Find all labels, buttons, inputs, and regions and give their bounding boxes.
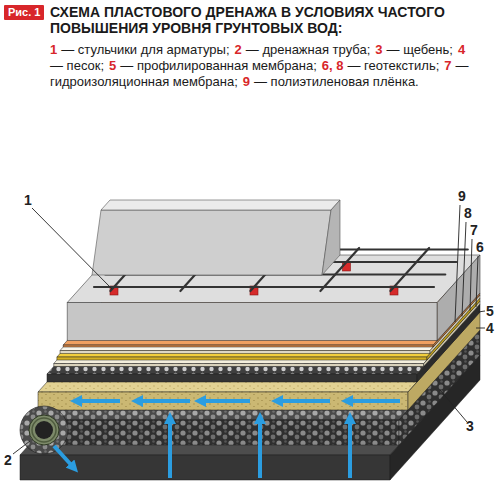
legend-number: 7 <box>444 58 451 73</box>
concrete-slab-front <box>67 303 437 341</box>
legend-number: 6, 8 <box>322 58 344 73</box>
leader-line <box>476 328 485 329</box>
waterproof-membrane-front <box>57 357 427 360</box>
drain-pipe-rib <box>32 418 56 442</box>
callout-number: 3 <box>466 418 474 434</box>
concrete-slab-side <box>437 255 480 341</box>
leader-line <box>440 390 467 422</box>
callout-number: 1 <box>24 192 32 208</box>
legend-description: — щебень; <box>387 42 453 57</box>
tag-text: Рис. 1 <box>8 6 40 18</box>
water-flow-arrow <box>137 399 190 403</box>
leader-line <box>462 222 466 317</box>
legend-number: 9 <box>243 74 250 89</box>
legend-description: — песок; <box>50 58 104 73</box>
legend-text: 1 — стульчики для арматуры; 2 — дренажная т… <box>50 42 480 90</box>
geotextile-front <box>60 351 430 354</box>
drain-pipe-bore <box>35 421 53 439</box>
diagram-title: СХЕМА ПЛАСТОВОГО ДРЕНАЖА В УСЛОВИЯХ ЧАСТ… <box>50 4 470 36</box>
leader-line <box>32 208 112 289</box>
legend-description: — профилированная мембрана; <box>120 58 317 73</box>
water-flow-arrow <box>258 418 262 478</box>
water-flow-arrow <box>168 418 172 478</box>
legend-number: 4 <box>458 42 465 57</box>
callout-number: 7 <box>470 222 478 238</box>
concrete-beam-top <box>101 200 340 210</box>
water-flow-arrow <box>277 399 330 403</box>
legend-description: — геотекстиль; <box>347 58 439 73</box>
concrete-beam-side <box>322 200 340 275</box>
rebar <box>390 248 429 291</box>
callout-number: 8 <box>464 205 472 221</box>
callout-number: 5 <box>486 303 494 319</box>
leader-line <box>478 311 485 312</box>
rebar <box>94 286 434 288</box>
water-flow-arrow <box>200 399 250 403</box>
drain-pipe <box>29 415 59 445</box>
gravel-wrap <box>20 406 68 454</box>
water-flow-arrow <box>348 418 352 478</box>
sand-front <box>38 392 408 410</box>
geotextile-front <box>54 364 424 367</box>
ground-front <box>20 455 390 480</box>
legend-number: 3 <box>375 42 382 57</box>
callout-number: 6 <box>476 239 484 255</box>
profiled-membrane-front <box>47 374 417 382</box>
leader-line <box>455 205 460 322</box>
leader-line <box>470 239 472 311</box>
legend-description: — полиэтиленовая плёнка. <box>254 74 419 89</box>
water-flow-arrow <box>76 399 120 403</box>
legend-description: — дренажная труба; <box>246 42 371 57</box>
leader-line <box>13 441 30 454</box>
callout-number: 9 <box>458 188 466 204</box>
gravel-front <box>29 420 399 445</box>
legend-number: 1 <box>50 42 57 57</box>
legend-number: 5 <box>109 58 116 73</box>
concrete-beam-slope <box>92 210 331 275</box>
polyethylene-film-front <box>63 345 433 347</box>
callout-number: 2 <box>4 452 12 468</box>
legend-description: — стульчики для арматуры; <box>61 42 229 57</box>
leader-line <box>476 256 478 307</box>
legend-number: 2 <box>235 42 242 57</box>
water-flow-arrow <box>54 446 74 468</box>
figure-tag: Рис. 1 <box>4 5 44 20</box>
water-flow-arrow <box>347 399 400 403</box>
callout-number: 4 <box>486 320 494 336</box>
